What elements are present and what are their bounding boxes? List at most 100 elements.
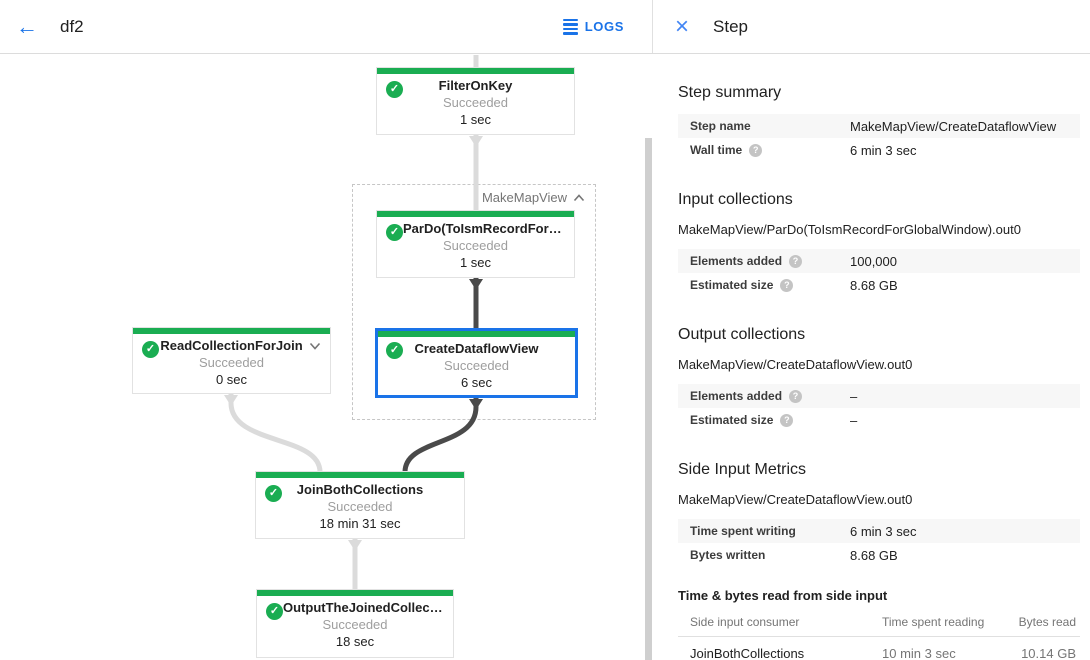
graph-edges xyxy=(224,55,483,590)
job-title: df2 xyxy=(60,16,84,36)
column-header-consumer: Side input consumer xyxy=(678,609,870,637)
node-title: JoinBothCollections xyxy=(296,482,424,497)
check-icon: ✓ xyxy=(142,341,159,358)
row-label: Elements added xyxy=(690,389,783,403)
section-heading-output-collections: Output collections xyxy=(678,326,806,343)
collection-name: MakeMapView/ParDo(ToIsmRecordForGlobalWi… xyxy=(678,222,1021,237)
node-joinbothcollections[interactable]: ✓ JoinBothCollections Succeeded 18 min 3… xyxy=(255,471,465,539)
vertical-scrollbar[interactable] xyxy=(645,138,652,660)
cell-time-reading: 10 min 3 sec xyxy=(870,636,1000,660)
edge-createview-join xyxy=(402,398,479,473)
side-input-table: Side input consumer Time spent reading B… xyxy=(678,609,1080,660)
node-title: CreateDataflowView xyxy=(414,341,539,356)
metric-row-wall-time: Wall time ? 6 min 3 sec xyxy=(678,138,1080,162)
arrowhead-filteronkey xyxy=(469,136,483,147)
node-status-bar xyxy=(377,68,574,74)
close-icon[interactable]: × xyxy=(675,12,690,40)
node-status-bar xyxy=(377,211,574,217)
edge-readcollection-join xyxy=(228,394,323,473)
help-icon[interactable]: ? xyxy=(749,143,763,157)
node-duration: 1 sec xyxy=(459,255,492,270)
arrowhead-createview xyxy=(469,399,483,410)
column-header-time-reading: Time spent reading xyxy=(870,609,1000,637)
row-label: Bytes written xyxy=(690,548,766,562)
help-icon[interactable]: ? xyxy=(789,389,803,403)
top-bar: ← df2 LOGS × Step xyxy=(0,0,1090,54)
node-status: Succeeded xyxy=(322,617,388,632)
node-status-bar xyxy=(133,328,330,334)
metric-row-estimated-size: Estimated size ? – xyxy=(678,408,1080,432)
group-label: MakeMapView xyxy=(481,190,567,205)
metric-row-step-name: Step name MakeMapView/CreateDataflowView xyxy=(678,114,1080,138)
collection-name: MakeMapView/CreateDataflowView.out0 xyxy=(678,357,913,372)
row-value: 6 min 3 sec xyxy=(850,523,917,539)
check-icon: ✓ xyxy=(265,485,282,502)
row-label: Estimated size xyxy=(690,413,774,427)
row-label: Elements added xyxy=(690,254,783,268)
node-status-bar xyxy=(257,590,453,596)
job-graph-canvas[interactable]: MakeMapView ✓ FilterOnKey Succeeded 1 se… xyxy=(0,55,653,660)
check-icon: ✓ xyxy=(266,603,283,620)
back-icon[interactable]: ← xyxy=(16,13,38,39)
expand-icon[interactable] xyxy=(309,342,321,350)
node-duration: 1 sec xyxy=(459,112,492,127)
row-value: – xyxy=(850,412,858,428)
panel-header: × Step xyxy=(653,0,1090,53)
table-row: JoinBothCollections 10 min 3 sec 10.14 G… xyxy=(678,636,1080,660)
node-duration: 18 min 31 sec xyxy=(319,516,401,531)
step-detail-panel: Step summary Step name MakeMapView/Creat… xyxy=(654,55,1090,660)
node-title: ParDo(ToIsmRecordFor… xyxy=(403,221,562,236)
node-pardo-toismrecord[interactable]: ✓ ParDo(ToIsmRecordFor… Succeeded 1 sec xyxy=(376,210,575,278)
top-bar-left: ← df2 LOGS xyxy=(0,0,653,53)
node-status-bar xyxy=(256,472,464,478)
group-makemapview-toggle[interactable]: MakeMapView xyxy=(482,190,585,205)
cell-consumer: JoinBothCollections xyxy=(678,636,870,660)
node-duration: 6 sec xyxy=(460,375,493,390)
metric-row-estimated-size: Estimated size ? 8.68 GB xyxy=(678,273,1080,297)
node-status: Succeeded xyxy=(327,499,393,514)
node-status: Succeeded xyxy=(442,238,509,253)
node-filteronkey[interactable]: ✓ FilterOnKey Succeeded 1 sec xyxy=(376,67,575,135)
logs-button[interactable]: LOGS xyxy=(562,18,624,35)
node-duration: 18 sec xyxy=(335,634,375,649)
check-icon: ✓ xyxy=(386,342,403,359)
node-readcollectionforjoin[interactable]: ✓ ReadCollectionForJoin Succeeded 0 sec xyxy=(132,327,331,394)
column-header-bytes-read: Bytes read xyxy=(1000,609,1080,637)
row-value: 6 min 3 sec xyxy=(850,142,917,158)
section-heading-step-summary: Step summary xyxy=(678,84,782,101)
row-value: 8.68 GB xyxy=(850,547,898,563)
help-icon[interactable]: ? xyxy=(780,413,794,427)
row-label: Wall time xyxy=(690,143,743,157)
collection-name: MakeMapView/CreateDataflowView.out0 xyxy=(678,492,913,507)
arrowhead-join xyxy=(348,540,362,551)
help-icon[interactable]: ? xyxy=(789,254,803,268)
metric-row-bytes-written: Bytes written 8.68 GB xyxy=(678,543,1080,567)
node-title: ReadCollectionForJoin xyxy=(160,338,303,353)
node-outputthejoinedcollection[interactable]: ✓ OutputTheJoinedCollec… Succeeded 18 se… xyxy=(256,589,454,658)
row-value: MakeMapView/CreateDataflowView xyxy=(850,118,1057,134)
node-status: Succeeded xyxy=(198,355,265,370)
side-input-table-heading: Time & bytes read from side input xyxy=(678,588,888,603)
row-value: – xyxy=(850,388,858,404)
check-icon: ✓ xyxy=(386,81,403,98)
metric-row-time-spent-writing: Time spent writing 6 min 3 sec xyxy=(678,519,1080,543)
check-icon: ✓ xyxy=(386,224,403,241)
node-status: Succeeded xyxy=(442,95,509,110)
help-icon[interactable]: ? xyxy=(780,278,794,292)
logs-icon xyxy=(562,18,578,35)
row-label: Step name xyxy=(690,119,751,133)
collapse-icon xyxy=(573,193,585,201)
metric-row-elements-added: Elements added ? 100,000 xyxy=(678,249,1080,273)
node-title: FilterOnKey xyxy=(438,78,513,93)
row-label: Estimated size xyxy=(690,278,774,292)
node-createdataflowview[interactable]: ✓ CreateDataflowView Succeeded 6 sec xyxy=(375,328,578,398)
row-value: 100,000 xyxy=(850,253,897,269)
cell-bytes-read: 10.14 GB xyxy=(1000,636,1080,660)
node-title: OutputTheJoinedCollec… xyxy=(283,600,443,615)
row-label: Time spent writing xyxy=(690,524,796,538)
node-status-bar xyxy=(378,331,575,337)
section-heading-side-input-metrics: Side Input Metrics xyxy=(678,461,807,478)
section-heading-input-collections: Input collections xyxy=(678,191,793,208)
panel-title: Step xyxy=(713,16,748,36)
metric-row-elements-added: Elements added ? – xyxy=(678,384,1080,408)
